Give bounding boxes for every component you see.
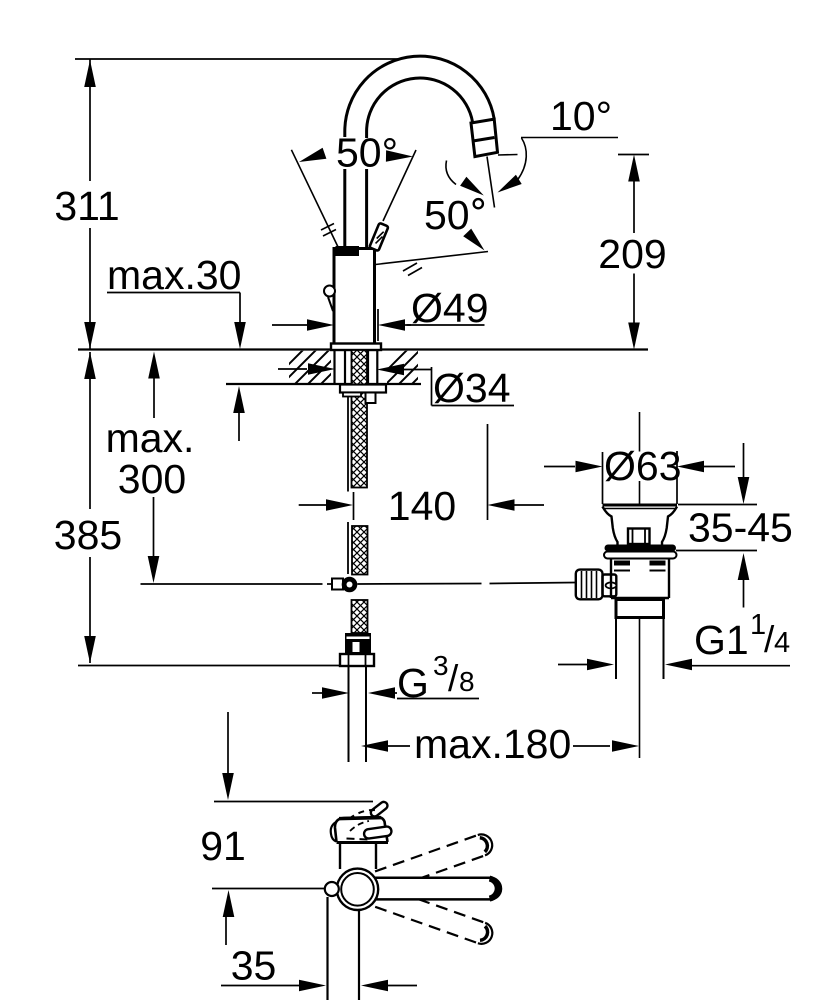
svg-text:4: 4 bbox=[774, 627, 790, 659]
svg-text:Ø34: Ø34 bbox=[433, 365, 511, 411]
svg-text:385: 385 bbox=[54, 512, 122, 558]
svg-text:300: 300 bbox=[118, 456, 186, 502]
svg-text:10°: 10° bbox=[550, 93, 612, 139]
svg-text:max.: max. bbox=[106, 415, 195, 461]
svg-text:Ø49: Ø49 bbox=[411, 285, 489, 331]
svg-text:3: 3 bbox=[433, 650, 449, 681]
svg-text:/: / bbox=[764, 619, 775, 660]
svg-text:8: 8 bbox=[459, 666, 475, 697]
svg-text:Ø63: Ø63 bbox=[604, 443, 682, 489]
svg-text:G1: G1 bbox=[694, 617, 749, 663]
svg-text:209: 209 bbox=[598, 231, 666, 277]
svg-text:91: 91 bbox=[200, 823, 246, 869]
svg-text:max.180: max.180 bbox=[414, 721, 571, 767]
svg-text:50°: 50° bbox=[336, 130, 398, 176]
svg-text:311: 311 bbox=[54, 183, 119, 229]
svg-text:50: 50 bbox=[424, 192, 470, 238]
svg-text:35-45: 35-45 bbox=[688, 505, 793, 551]
svg-text:1: 1 bbox=[750, 609, 766, 641]
svg-text:/: / bbox=[448, 658, 459, 699]
svg-text:max.30: max.30 bbox=[107, 252, 241, 298]
svg-text:140: 140 bbox=[388, 483, 456, 529]
svg-text:35: 35 bbox=[231, 943, 277, 989]
